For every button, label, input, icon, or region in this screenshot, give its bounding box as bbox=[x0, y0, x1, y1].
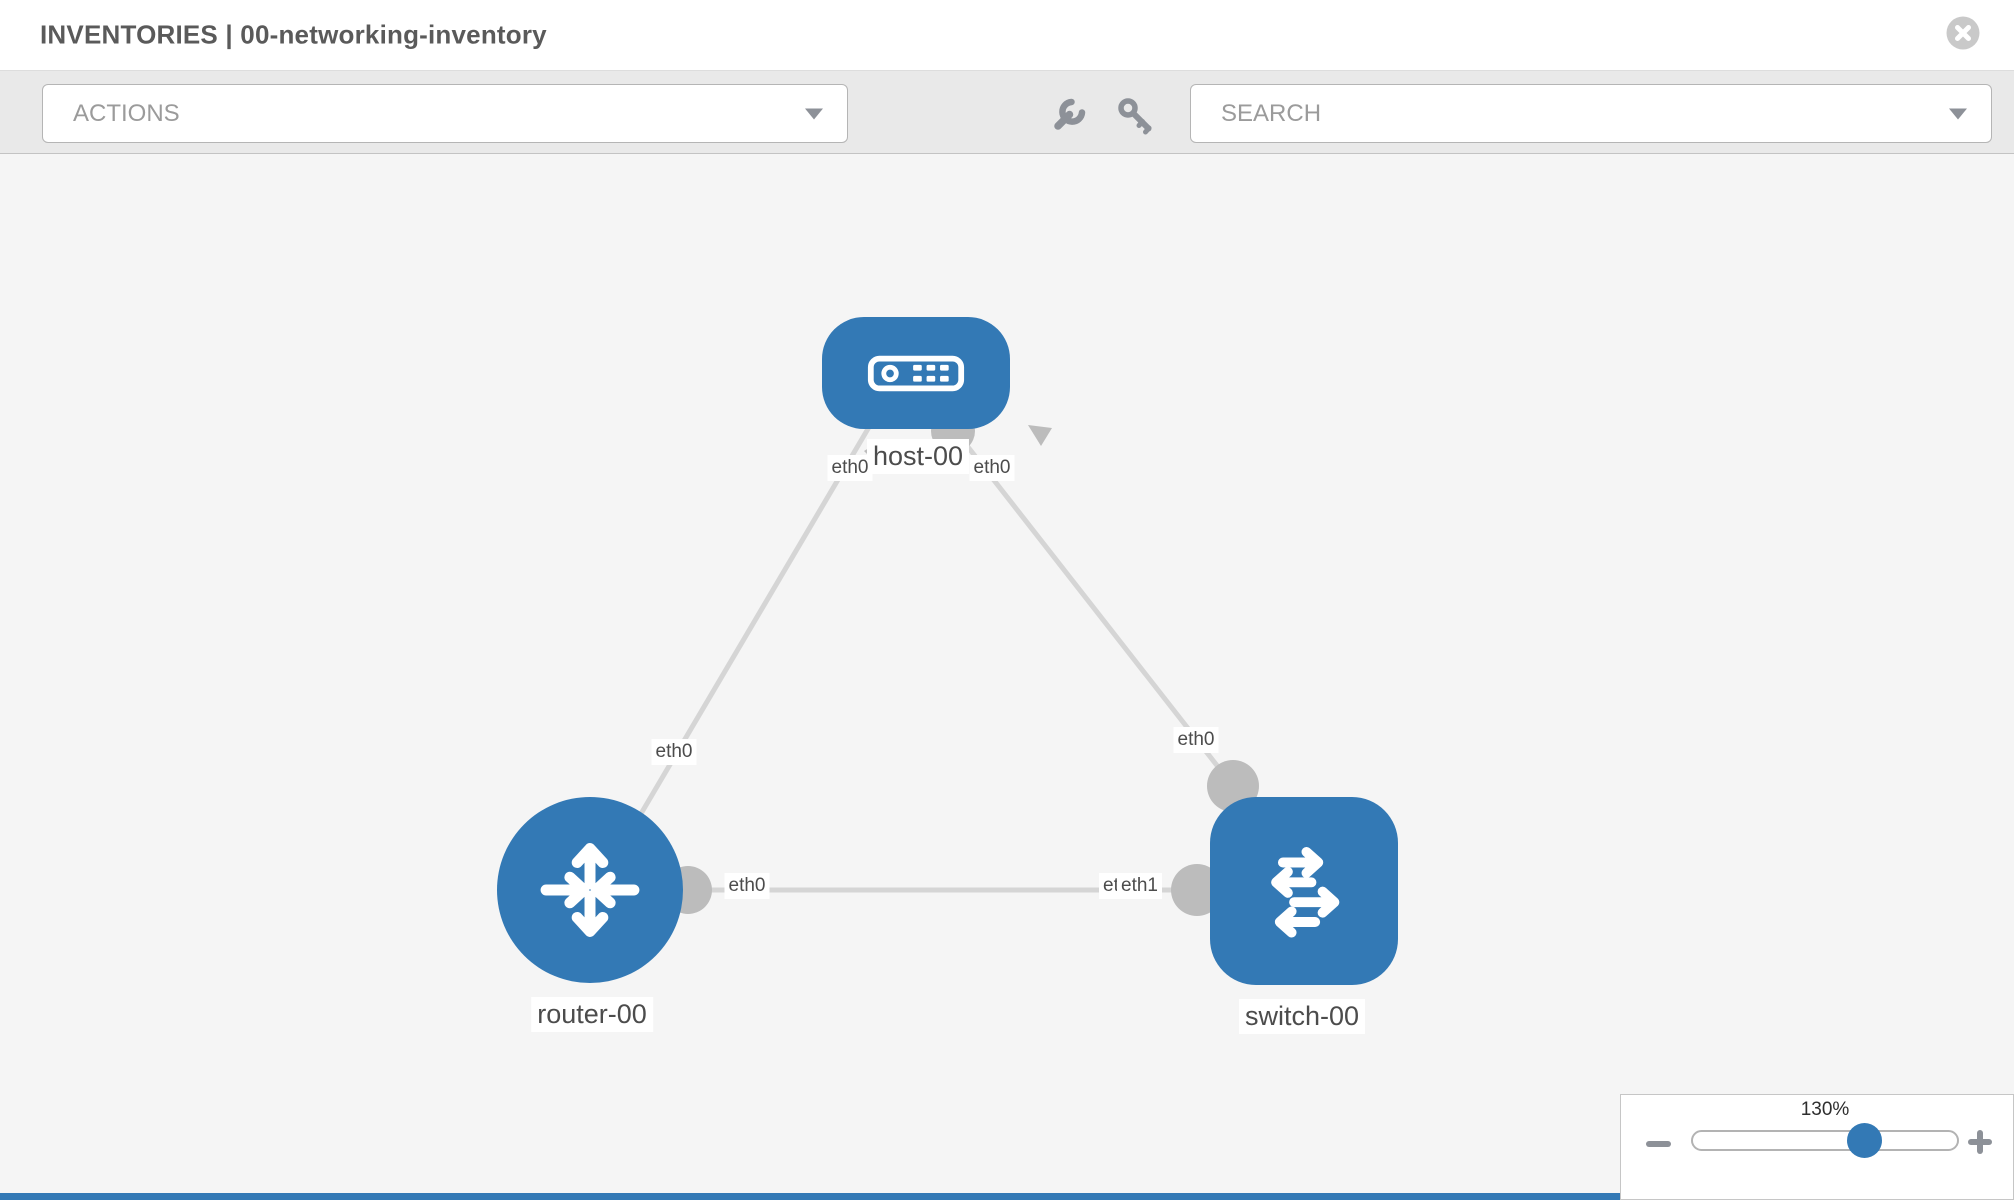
toolbar: ACTIONS SEARCH bbox=[0, 70, 2014, 154]
node-host-00[interactable] bbox=[822, 317, 1010, 429]
zoom-slider[interactable] bbox=[1691, 1123, 1959, 1158]
page-header: INVENTORIES | 00-networking-inventory bbox=[0, 0, 2014, 70]
minus-icon bbox=[1646, 1141, 1671, 1147]
link-host-switch bbox=[948, 422, 1235, 788]
router-icon bbox=[540, 843, 640, 937]
plus-icon bbox=[1977, 1130, 1983, 1154]
zoom-in-button[interactable] bbox=[1968, 1130, 1993, 1155]
node-switch-00[interactable] bbox=[1210, 797, 1398, 985]
interface-label: eth0 bbox=[827, 455, 873, 481]
node-label-router: router-00 bbox=[531, 997, 653, 1032]
topology-canvas[interactable]: host-00 router-00 switch-00 eth0 eth0 et… bbox=[0, 154, 2014, 1200]
zoom-level: 130% bbox=[1800, 1099, 1850, 1120]
credentials-button[interactable] bbox=[1114, 95, 1156, 137]
interface-label: eth0 bbox=[969, 455, 1015, 481]
server-icon bbox=[867, 355, 965, 391]
actions-dropdown-label: ACTIONS bbox=[73, 99, 180, 127]
zoom-slider-thumb[interactable] bbox=[1847, 1123, 1882, 1158]
interface-label: eth0 bbox=[724, 873, 770, 899]
page-title: INVENTORIES | 00-networking-inventory bbox=[40, 19, 547, 50]
interface-label: eth1 bbox=[1117, 873, 1162, 899]
switch-icon bbox=[1271, 846, 1340, 938]
search-dropdown-label: SEARCH bbox=[1221, 99, 1322, 127]
close-button[interactable] bbox=[1946, 16, 1980, 50]
node-router-00[interactable] bbox=[497, 797, 683, 983]
search-dropdown[interactable]: SEARCH bbox=[1190, 84, 1992, 143]
node-label-switch: switch-00 bbox=[1238, 999, 1366, 1034]
wrench-icon bbox=[1054, 98, 1086, 130]
close-icon bbox=[1946, 16, 1980, 50]
actions-dropdown[interactable]: ACTIONS bbox=[42, 84, 848, 143]
interface-label: eth0 bbox=[1173, 727, 1219, 753]
zoom-panel: 130% bbox=[1620, 1094, 2014, 1200]
configure-button[interactable] bbox=[1048, 95, 1090, 137]
topology-graph bbox=[593, 409, 1259, 916]
node-label-host: host-00 bbox=[866, 439, 970, 474]
bottom-accent-bar bbox=[0, 1193, 1620, 1200]
zoom-out-button[interactable] bbox=[1645, 1133, 1673, 1155]
chevron-down-icon bbox=[805, 108, 823, 119]
link-arrowhead bbox=[1028, 425, 1052, 446]
key-icon bbox=[1118, 98, 1152, 135]
chevron-down-icon bbox=[1949, 108, 1967, 119]
interface-label: eth0 bbox=[651, 739, 697, 765]
